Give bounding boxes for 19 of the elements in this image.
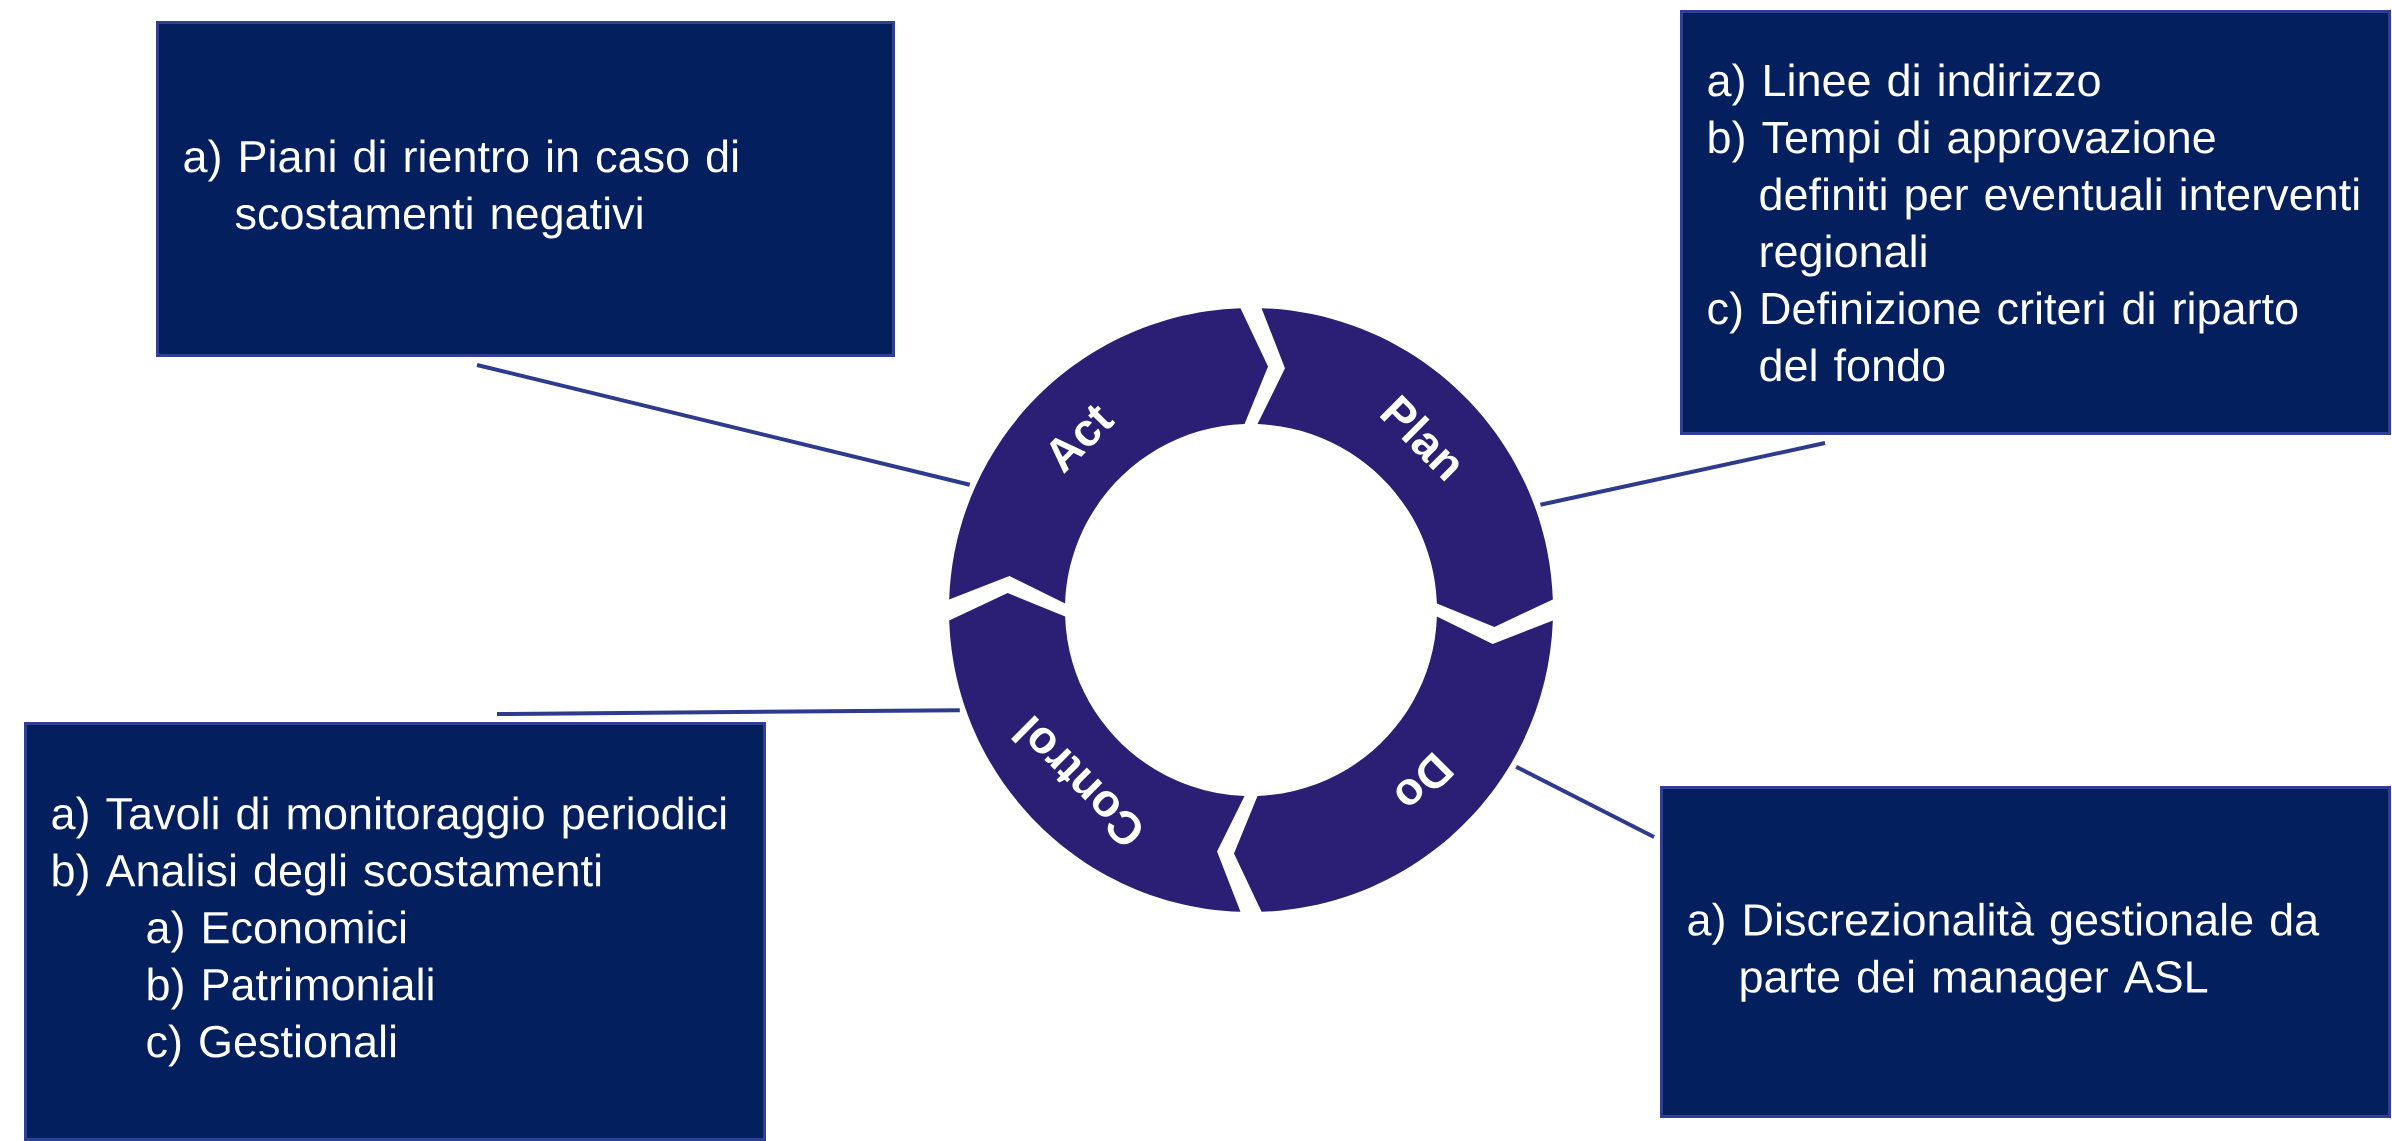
cycle-segment: Act [949, 308, 1269, 604]
list-item: b) Analisi degli scostamenti [53, 853, 601, 896]
leader-line [497, 708, 960, 716]
list-item: a) Piani di rientro in caso di scostamenti negativi [184, 139, 738, 239]
text-box [1660, 786, 2392, 1118]
list-item: c) Gestionali [147, 1024, 395, 1067]
list-item: a) Economici [147, 910, 405, 953]
text-box [156, 21, 895, 357]
leader-line [1540, 441, 1826, 507]
list-item: b) Patrimoniali [148, 967, 433, 1010]
list-item: a) Discrezionalità gestionale da parte dei manager ASL [1688, 902, 2320, 1002]
text-box [1680, 10, 2392, 435]
cycle-segment: Do [1234, 616, 1553, 912]
leader-line [1515, 765, 1655, 839]
list-item: c) Definizione criteri di riparto del fondo [1708, 291, 2298, 382]
list-item: a) Tavoli di monitoraggio periodici [52, 796, 726, 839]
list-item: a) Linee di indirizzo [1708, 63, 2100, 106]
leader-line [476, 363, 971, 487]
text-box [24, 722, 766, 1141]
